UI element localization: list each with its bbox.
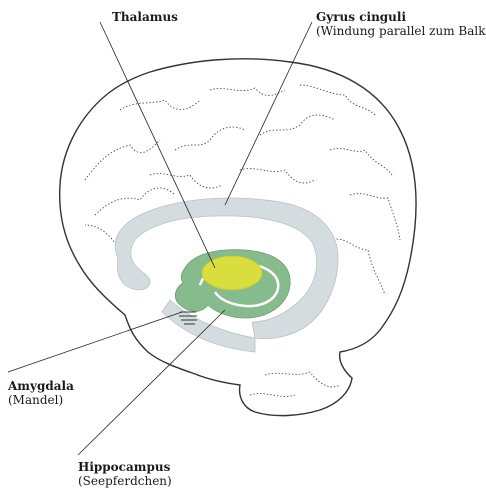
hippocampus-title: Hippocampus (78, 460, 172, 474)
thalamus-title: Thalamus (112, 10, 178, 24)
thalamus-shape (202, 256, 262, 290)
gyrus-cinguli-label: Gyrus cinguli (Windung parallel zum Balk… (316, 10, 486, 38)
gyrus-cinguli-title: Gyrus cinguli (316, 10, 486, 24)
thalamus-label: Thalamus (112, 10, 178, 24)
gyrus-cinguli-subtitle: (Windung parallel zum Balken) (316, 24, 486, 38)
brain-outline (60, 59, 416, 416)
amygdala-label: Amygdala (Mandel) (8, 379, 74, 407)
amygdala-subtitle: (Mandel) (8, 393, 74, 407)
amygdala-title: Amygdala (8, 379, 74, 393)
hippocampus-label: Hippocampus (Seepferdchen) (78, 460, 172, 488)
hippocampus-subtitle: (Seepferdchen) (78, 474, 172, 488)
